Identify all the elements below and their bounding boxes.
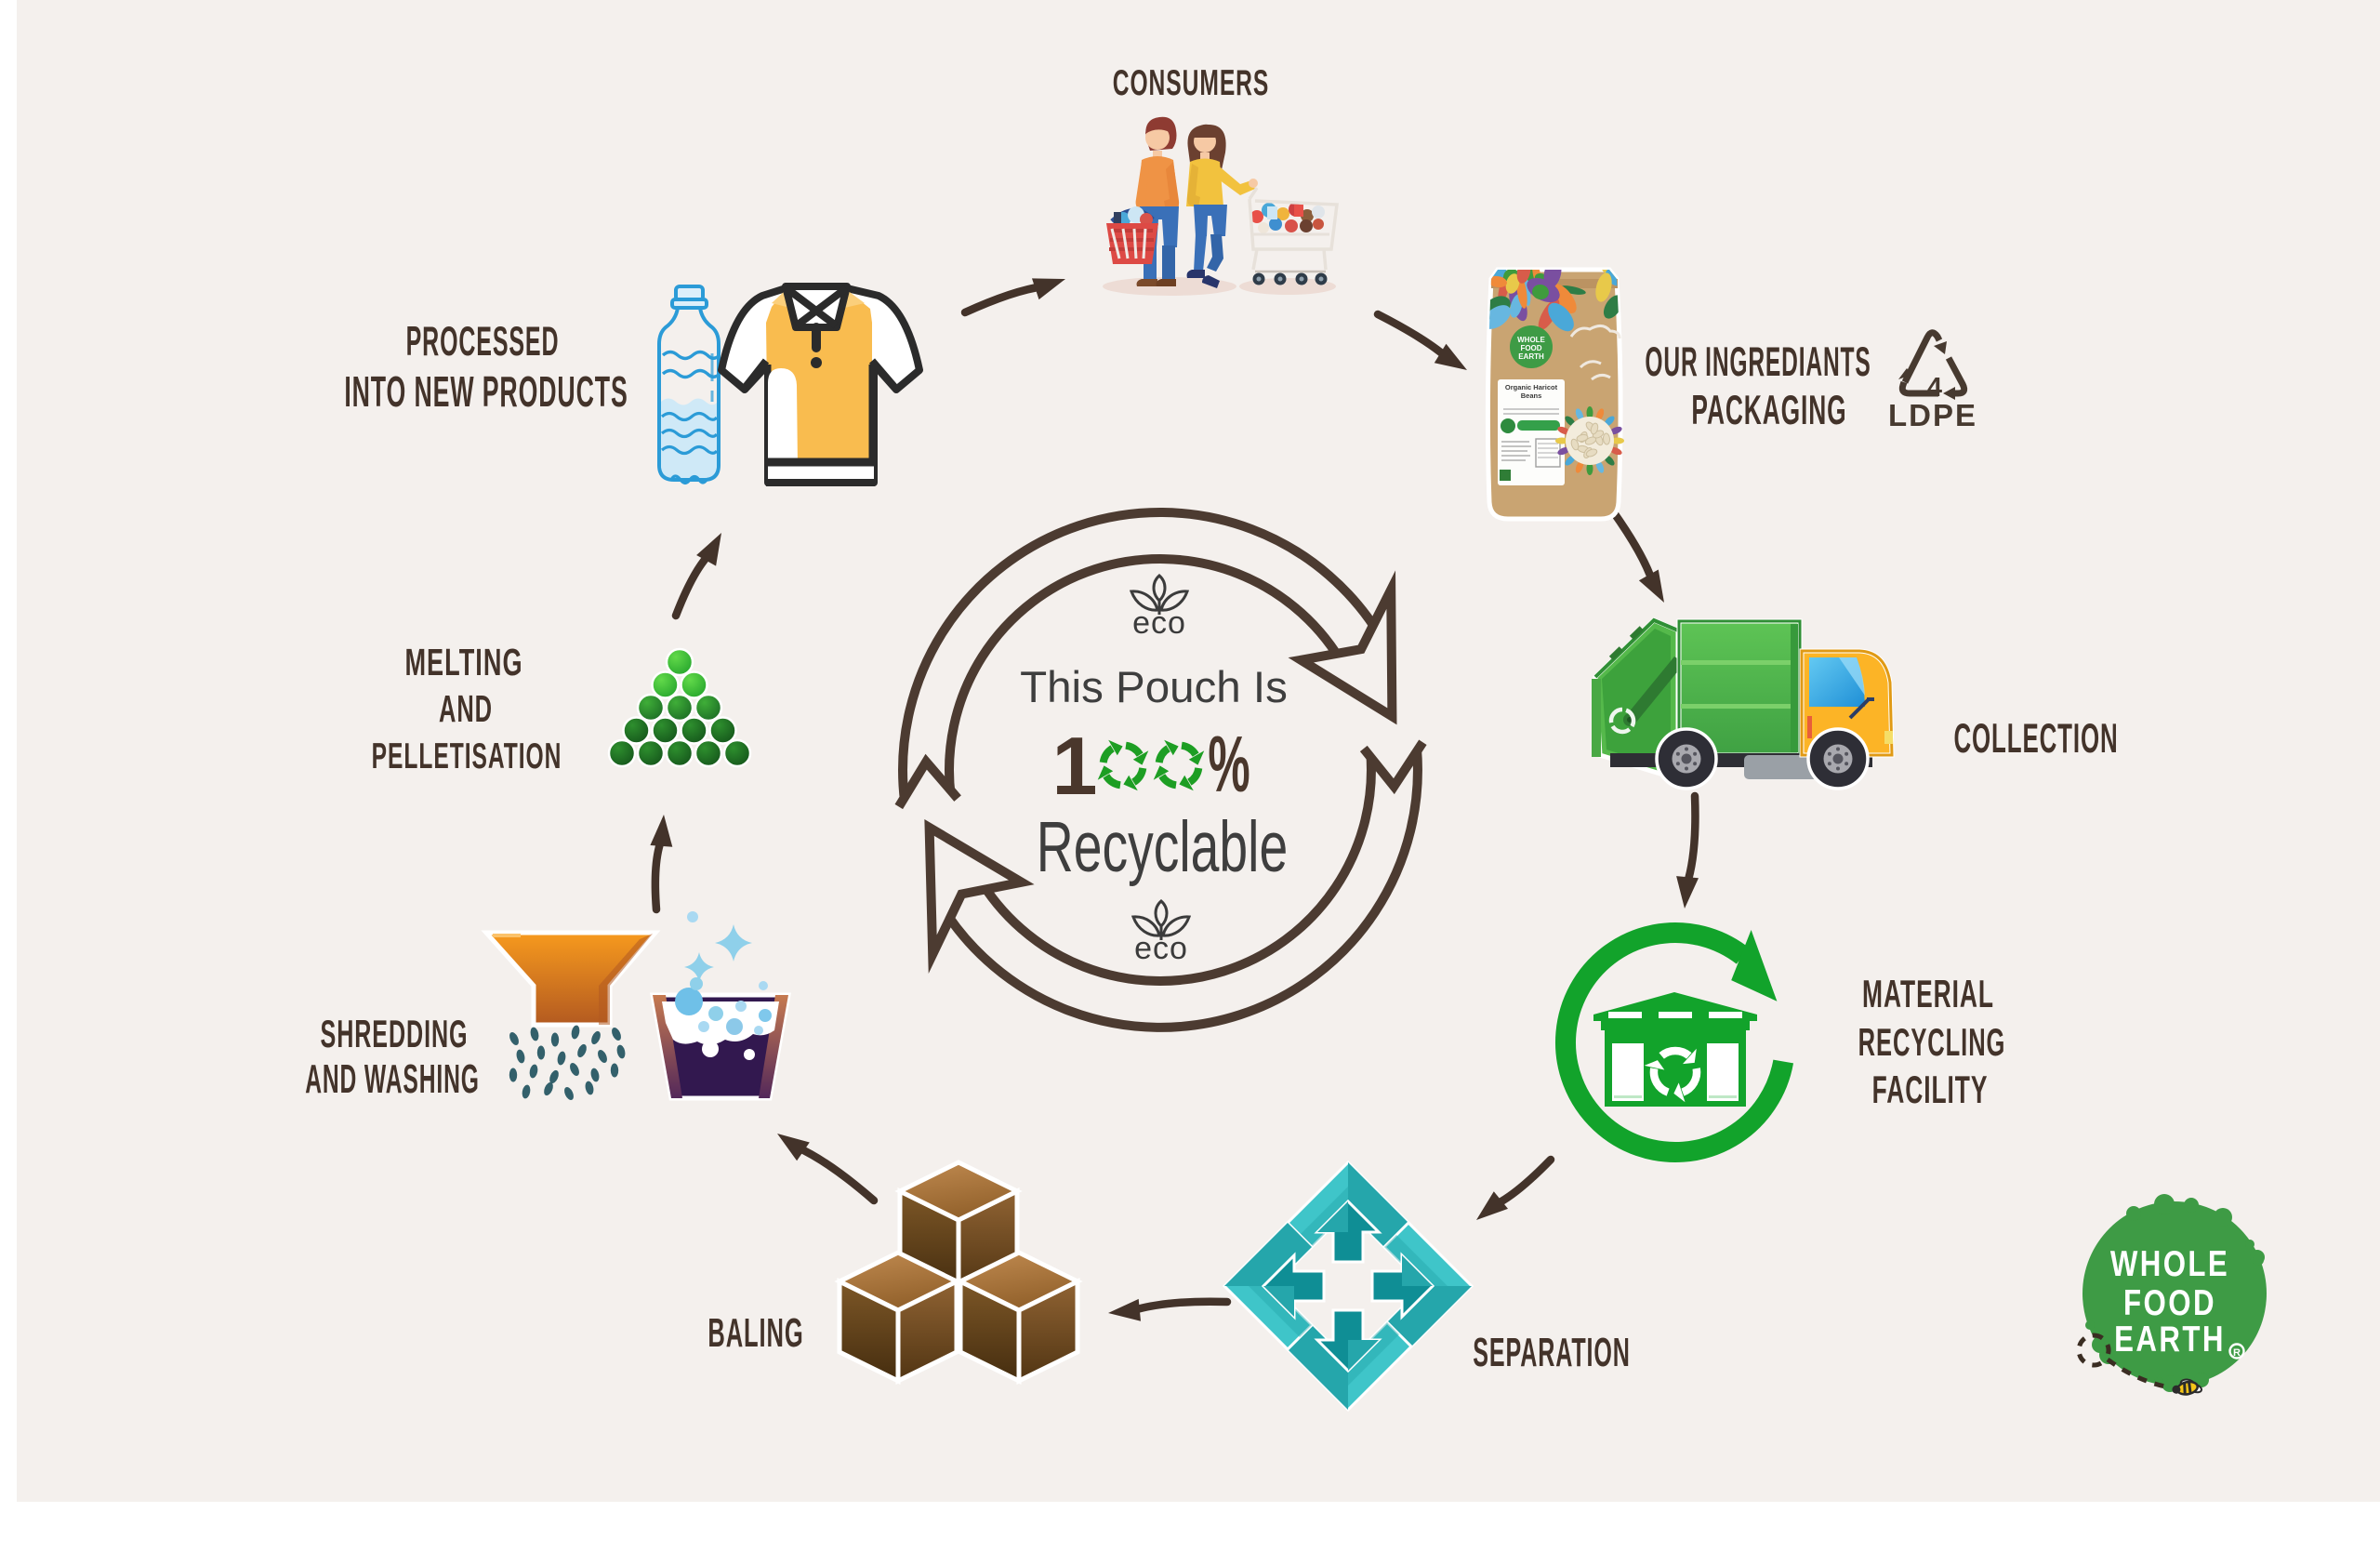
- svg-text:SEPARATION: SEPARATION: [1473, 1331, 1631, 1375]
- svg-text:WHOLE: WHOLE: [2110, 1243, 2229, 1284]
- svg-text:FACILITY: FACILITY: [1872, 1068, 1989, 1112]
- svg-text:RECYCLING: RECYCLING: [1858, 1022, 2006, 1065]
- svg-text:R: R: [2233, 1347, 2241, 1359]
- svg-text:INTO NEW PRODUCTS: INTO NEW PRODUCTS: [344, 367, 628, 415]
- svg-text:PACKAGING: PACKAGING: [1691, 387, 1846, 433]
- svg-text:CONSUMERS: CONSUMERS: [1113, 61, 1270, 102]
- svg-text:OUR INGREDIANTS: OUR INGREDIANTS: [1645, 338, 1871, 385]
- svg-text:eco: eco: [1134, 931, 1188, 966]
- svg-text:PROCESSED: PROCESSED: [406, 317, 560, 365]
- svg-text:eco: eco: [1132, 605, 1186, 641]
- svg-text:EARTH: EARTH: [2114, 1319, 2226, 1360]
- svg-text:%: %: [1208, 721, 1250, 809]
- svg-text:FOOD: FOOD: [1520, 344, 1541, 352]
- svg-text:COLLECTION: COLLECTION: [1953, 715, 2118, 762]
- svg-text:FOOD: FOOD: [2123, 1282, 2216, 1323]
- svg-text:SHREDDING: SHREDDING: [321, 1014, 469, 1056]
- svg-text:BALING: BALING: [707, 1310, 803, 1356]
- svg-text:WHOLE: WHOLE: [1517, 336, 1545, 344]
- svg-text:Beans: Beans: [1521, 391, 1542, 400]
- svg-text:AND WASHING: AND WASHING: [305, 1057, 480, 1102]
- svg-text:MATERIAL: MATERIAL: [1862, 973, 1994, 1016]
- svg-text:MELTING: MELTING: [404, 643, 522, 684]
- svg-text:This Pouch Is: This Pouch Is: [1020, 663, 1288, 712]
- svg-text:Recyclable: Recyclable: [1037, 807, 1288, 887]
- svg-text:PELLETISATION: PELLETISATION: [372, 735, 562, 776]
- svg-text:EARTH: EARTH: [1518, 352, 1544, 361]
- svg-text:4: 4: [1927, 373, 1942, 403]
- svg-text:LDPE: LDPE: [1888, 398, 1977, 432]
- svg-text:AND: AND: [439, 688, 493, 730]
- svg-text:1: 1: [1052, 720, 1098, 812]
- svg-text:Organic Haricot: Organic Haricot: [1505, 383, 1558, 391]
